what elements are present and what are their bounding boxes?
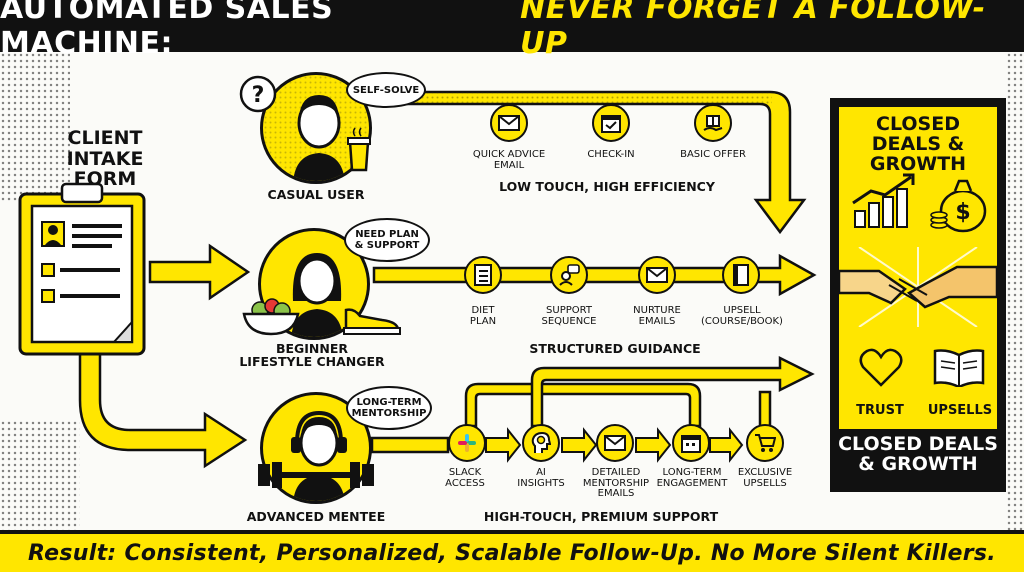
gift-hand-icon	[694, 104, 732, 142]
track-label-advanced: High-Touch, Premium Support	[483, 509, 719, 524]
intake-label: Client Intake Form	[40, 128, 170, 190]
persona-casual-user-name: Casual User	[267, 187, 365, 202]
intake-label-line1: Client	[67, 127, 143, 149]
arrow-intake-to-beginner	[148, 243, 251, 301]
outcome-panel-title: Closed Deals & Growth	[869, 113, 967, 175]
track-label-beginner: Structured Guidance	[529, 341, 701, 356]
handshake-icon	[839, 247, 997, 327]
open-book-icon	[933, 349, 985, 387]
clipboard-icon	[18, 182, 146, 356]
growth-chart-icon	[852, 173, 915, 228]
title-right: Never Forget a Follow-Up	[520, 0, 986, 61]
persona-beginner-name-line2: Lifestyle Changer	[239, 354, 385, 370]
envelope-icon	[490, 104, 528, 142]
halftone-right	[1006, 52, 1024, 530]
step-exclusive-upsells: Exclusive Upsells	[737, 467, 793, 489]
arrow-intake-to-advanced	[78, 350, 248, 469]
arch-2	[530, 355, 815, 428]
track-advanced	[370, 436, 450, 454]
calendar-icon	[672, 424, 710, 462]
halftone-left	[0, 52, 70, 202]
persona-advanced-mentee-name: Advanced Mentee	[246, 509, 386, 524]
arch-3	[758, 390, 772, 428]
title-left: Automated Sales Machine:	[0, 0, 334, 61]
outcome-panel: Closed Deals & Growth $	[830, 98, 1006, 492]
page-title: Automated Sales Machine: Never Forget a …	[0, 0, 1024, 61]
person-icon	[291, 410, 347, 501]
outcome-panel-footer: Closed Deals & Growth	[838, 433, 998, 475]
intake-label-line2: Intake Form	[66, 147, 144, 191]
track-casual	[370, 90, 807, 235]
track-advanced-segment-4	[709, 427, 744, 463]
track-advanced-segment-1	[485, 427, 522, 463]
step-quick-advice-email: Quick Advice Email	[472, 149, 546, 171]
slack-icon	[448, 424, 486, 462]
step-support-sequence: Support Sequence	[541, 305, 597, 327]
person-icon	[291, 253, 343, 337]
brain-head-icon	[522, 424, 560, 462]
avatar-beginner	[258, 228, 370, 340]
track-label-casual: Low Touch, High Efficiency	[499, 179, 715, 194]
bubble-advanced-mentee: Long-Term Mentorship	[346, 386, 432, 430]
track-advanced-segment-2	[561, 427, 598, 463]
persona-beginner-name-line1: Beginner	[275, 341, 349, 356]
envelope-icon	[638, 256, 676, 294]
chat-person-icon	[550, 256, 588, 294]
bubble-casual-user: Self-Solve	[346, 72, 426, 108]
step-diet-plan: Diet Plan	[469, 305, 497, 327]
step-check-in: Check-In	[587, 149, 635, 160]
cart-icon	[746, 424, 784, 462]
result-banner: Result: Consistent, Personalized, Scalab…	[0, 530, 1024, 572]
step-long-term-engagement: Long-Term Engagement	[656, 467, 728, 489]
svg-text:$: $	[955, 200, 970, 225]
money-bag-icon: $	[930, 179, 987, 233]
checklist-icon	[464, 256, 502, 294]
heart-icon	[859, 348, 903, 387]
sneaker-icon	[343, 308, 401, 335]
step-ai-insights: AI Insights	[517, 467, 565, 489]
outcome-panel-inner: Closed Deals & Growth $	[839, 107, 997, 429]
upsells-label: Upsells	[927, 403, 993, 418]
step-slack-access: Slack Access	[445, 467, 485, 489]
coffee-cup-icon	[347, 127, 371, 172]
step-basic-offer: Basic Offer	[680, 149, 746, 160]
salad-bowl-icon	[242, 298, 300, 336]
trust-label: Trust	[856, 403, 904, 418]
dumbbell-icon	[258, 462, 374, 488]
book-icon	[722, 256, 760, 294]
svg-text:?: ?	[252, 83, 265, 108]
step-upsell-course-book: Upsell (Course/Book)	[701, 305, 783, 327]
envelope-icon	[596, 424, 634, 462]
track-advanced-segment-3	[635, 427, 672, 463]
question-icon: ?	[239, 75, 277, 113]
track-beginner	[372, 253, 817, 297]
arch-1	[464, 382, 702, 428]
bubble-beginner: Need Plan & Support	[344, 218, 430, 262]
halftone-bottom-left	[0, 420, 80, 530]
persona-beginner-name: Beginner Lifestyle Changer	[232, 342, 392, 368]
step-nurture-emails: Nurture Emails	[633, 305, 681, 327]
step-detailed-mentorship-emails: Detailed Mentorship Emails	[582, 467, 650, 499]
calendar-check-icon	[592, 104, 630, 142]
